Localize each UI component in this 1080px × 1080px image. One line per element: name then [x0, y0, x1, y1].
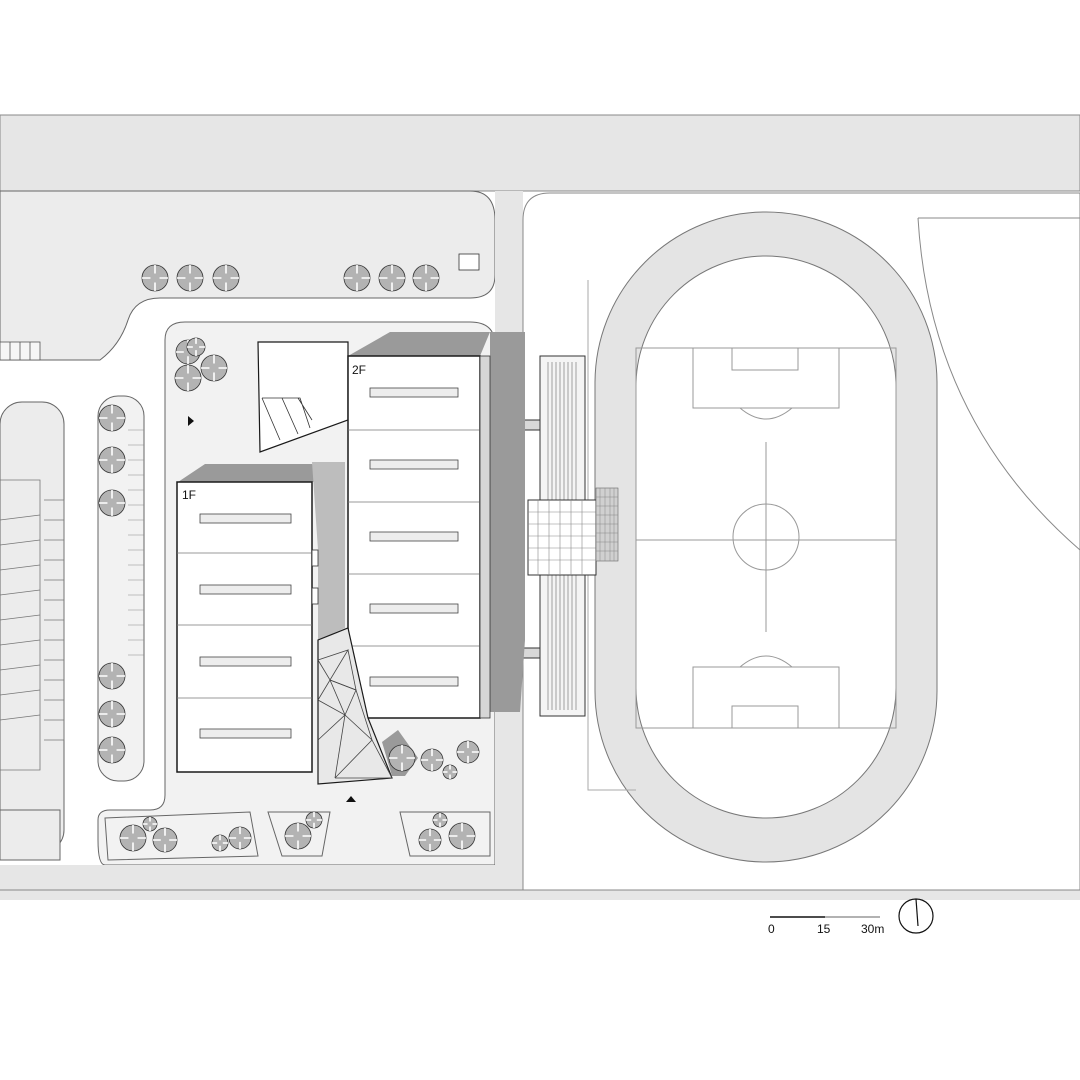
scale-tick-15: 15: [817, 922, 831, 936]
skylights-1f: [199, 513, 292, 739]
paving-west-strip: [0, 401, 65, 853]
tree-icon-notch: [99, 701, 125, 727]
tree-icon-notch: [457, 741, 479, 763]
tree-icon-notch: [229, 827, 251, 849]
tree-icon-notch: [213, 265, 239, 291]
tree-icon-notch: [99, 490, 125, 516]
road-south: [0, 865, 1080, 900]
tree-icon-notch: [344, 265, 370, 291]
shadow-east: [490, 332, 525, 712]
tree-icon-notch: [187, 338, 205, 356]
tree-icon-notch: [177, 265, 203, 291]
tree-icon-notch: [389, 745, 415, 771]
scale-tick-30: 30m: [861, 922, 884, 936]
tree-icon-notch: [153, 828, 177, 852]
grandstand-canopy: [527, 499, 597, 576]
skylights-2f: [369, 387, 459, 687]
tree-icon-notch: [99, 405, 125, 431]
entrance-arrow-icon: [188, 416, 194, 426]
trees: [98, 264, 480, 853]
tree-icon-notch: [143, 817, 157, 831]
kiosk: [458, 253, 480, 271]
tree-icon-notch: [142, 265, 168, 291]
tree-icon-notch: [449, 823, 475, 849]
tree-icon-notch: [99, 447, 125, 473]
scale-tick-0: 0: [768, 922, 775, 936]
tree-icon-notch: [99, 737, 125, 763]
shadow-1f: [178, 464, 330, 482]
tree-icon-notch: [212, 835, 228, 851]
tree-icon-notch: [419, 829, 441, 851]
tree-icon-notch: [285, 823, 311, 849]
tree-icon-notch: [306, 812, 322, 828]
tree-icon-notch: [433, 813, 447, 827]
tree-icon-notch: [443, 765, 457, 779]
road-north: [0, 114, 1080, 192]
lobby-link: [317, 627, 393, 785]
field-arc: [917, 217, 1080, 551]
tree-icon-notch: [99, 663, 125, 689]
tree-icon-notch: [379, 265, 405, 291]
parking-west: [0, 479, 65, 771]
entrance-arrow-icon: [346, 796, 356, 802]
tree-icon-notch: [201, 355, 227, 381]
shadow-link: [312, 462, 345, 640]
tree-icon-notch: [175, 365, 201, 391]
tree-icon-notch: [413, 265, 439, 291]
north-arrow-icon: [898, 898, 934, 934]
paving-west-block: [0, 190, 496, 361]
scale-bar: 0 15 30m: [768, 916, 884, 936]
floor-label-2f: 2F: [352, 363, 366, 377]
tree-icon-notch: [421, 749, 443, 771]
steps-northwest: [0, 341, 41, 361]
building-1f: [176, 481, 313, 773]
tree-icon-notch: [120, 825, 146, 851]
paving-southwest: [0, 809, 61, 861]
shadow-2f-top: [348, 332, 490, 356]
floor-label-1f: 1F: [182, 488, 196, 502]
